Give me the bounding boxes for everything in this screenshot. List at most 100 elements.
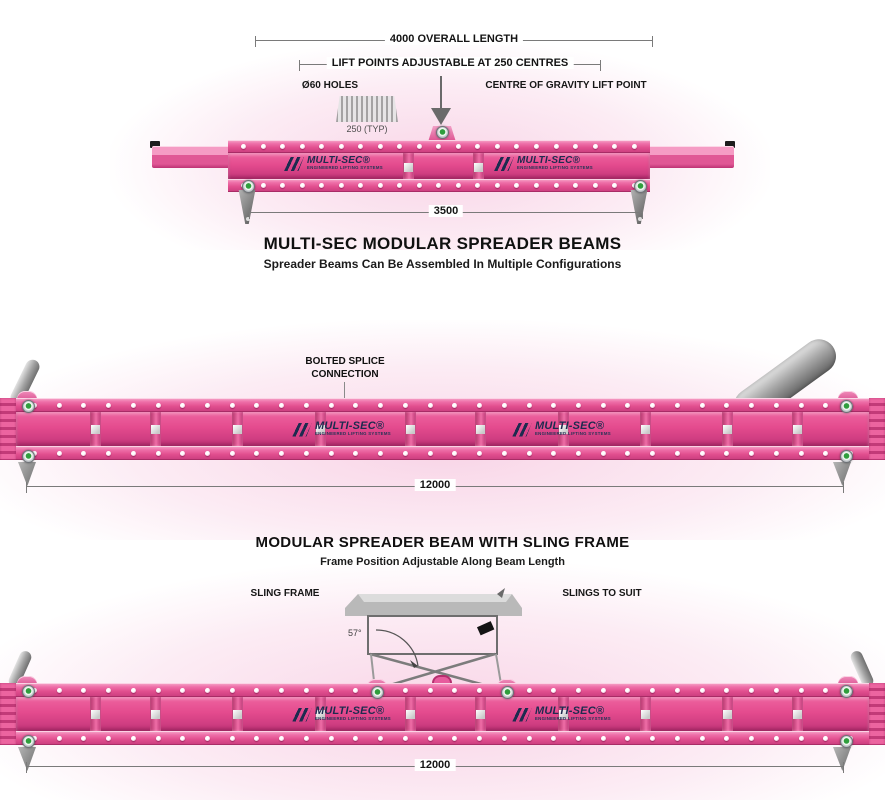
multisec-logo: MULTI-SEC®ENGINEERED LIFTING SYSTEMS: [494, 156, 622, 172]
beam2-web: [16, 412, 869, 446]
beam2-bottom-flange: [16, 446, 869, 460]
web-stiffener: [640, 697, 651, 731]
splice-callout: BOLTED SPLICE CONNECTION: [287, 356, 403, 381]
multisec-logo-icon: [512, 422, 532, 437]
beam1-left-end-pad: [150, 141, 160, 148]
label-sling-frame: SLING FRAME: [250, 588, 320, 599]
web-stiffener: [792, 697, 803, 731]
beam3-bottom-flange: [16, 731, 869, 745]
web-stiffener: [90, 697, 101, 731]
frame-label-block: [476, 621, 495, 636]
multisec-logo: MULTI-SEC®ENGINEERED LIFTING SYSTEMS: [292, 706, 420, 723]
beam1-web: [228, 153, 650, 179]
splice-leader-line: [344, 382, 345, 398]
dim-label-pitch: LIFT POINTS ADJUSTABLE AT 250 CENTRES: [326, 57, 574, 69]
dim-label-span3: 12000: [414, 759, 456, 771]
dim-label-span1: 3500: [428, 205, 464, 217]
beam2-right-top-pin: [840, 400, 853, 413]
beam2-right-endcap: [869, 398, 885, 460]
main-subtitle: Spreader Beams Can Be Assembled In Multi…: [263, 257, 622, 271]
beam1-right-load-pin: [634, 180, 647, 193]
beam3-body: [16, 683, 869, 745]
logo-name: MULTI-SEC®: [307, 155, 371, 166]
beam1-right-drop-link: [630, 190, 648, 224]
beam3-right-top-pin: [840, 685, 853, 698]
sling-frame-sketch: 57°: [345, 588, 522, 692]
hole-pitch-hatch: [336, 96, 398, 122]
web-stiffener: [150, 697, 161, 731]
multisec-logo-icon: [494, 157, 514, 171]
beam3-bottom-rivets: [22, 731, 863, 745]
web-stiffener: [722, 412, 733, 446]
beam1-top-rivets: [234, 140, 644, 153]
web-stiffener: [405, 412, 416, 446]
beam3-top-rivets: [22, 683, 863, 697]
beam1-stiffener: [403, 153, 414, 179]
frame-outline: [367, 615, 498, 655]
section3-title: MODULAR SPREADER BEAM WITH SLING FRAME: [255, 534, 630, 551]
web-stiffener: [315, 412, 326, 446]
frame-top-bar-highlight: [358, 594, 512, 602]
beam3-left-top-pin: [22, 685, 35, 698]
web-stiffener: [150, 412, 161, 446]
splice-callout-line2: CONNECTION: [311, 368, 379, 380]
beam2-left-bottom-drop: [18, 462, 36, 486]
angle-label: 57°: [348, 628, 362, 638]
web-stiffener: [90, 412, 101, 446]
beam1-bottom-flange: [228, 179, 650, 192]
beam2-top-rivets: [22, 398, 863, 412]
angle-arc-arrowhead-icon: [410, 660, 418, 668]
logo-tagline: ENGINEERED LIFTING SYSTEMS: [307, 166, 383, 171]
angle-arc: [375, 629, 419, 667]
beam1-left-load-pin: [242, 180, 255, 193]
beam1-right-end-unit: [648, 146, 734, 168]
beam3-web: [16, 697, 869, 731]
beam1-right-end-pad: [725, 141, 735, 148]
beam2-left-top-pin: [22, 400, 35, 413]
cog-arrow-shaft: [440, 76, 442, 110]
web-stiffener: [558, 697, 569, 731]
label-slings: SLINGS TO SUIT: [562, 588, 642, 599]
multisec-logo-icon: [284, 157, 304, 171]
logo-name: MULTI-SEC®: [535, 420, 605, 432]
beam2-bottom-rivets: [22, 446, 863, 460]
beam2-right-bottom-pin: [840, 450, 853, 463]
logo-tagline: ENGINEERED LIFTING SYSTEMS: [535, 717, 611, 722]
main-title: MULTI-SEC MODULAR SPREADER BEAMS: [263, 234, 622, 253]
web-stiffener: [558, 412, 569, 446]
beam2-top-flange: [16, 398, 869, 412]
cog-arrow-down-icon: [431, 108, 451, 125]
beam3-inner-right-pin: [501, 686, 514, 699]
beam1-left-drop-link: [238, 190, 256, 224]
logo-name: MULTI-SEC®: [535, 705, 605, 717]
frame-corner-arrow-icon: [497, 588, 505, 598]
multisec-logo-icon: [512, 707, 532, 722]
beam1-bottom-rivets: [234, 179, 644, 192]
label-250-typ: 250 (TYP): [346, 124, 388, 134]
web-stiffener: [640, 412, 651, 446]
beam1-centre-pin: [436, 126, 449, 139]
web-stiffener: [405, 697, 416, 731]
label-cog: CENTRE OF GRAVITY LIFT POINT: [485, 80, 647, 91]
beam2-body: [16, 398, 869, 460]
beam1-body: [228, 140, 650, 192]
logo-name: MULTI-SEC®: [315, 420, 385, 432]
web-stiffener: [475, 697, 486, 731]
beam3-inner-left-pin: [371, 686, 384, 699]
beam3-top-flange: [16, 683, 869, 697]
logo-name: MULTI-SEC®: [517, 155, 581, 166]
beam2-left-bottom-pin: [22, 450, 35, 463]
beam3-left-bottom-drop: [18, 747, 36, 771]
beam3-right-bottom-pin: [840, 735, 853, 748]
dim-label-span2: 12000: [414, 479, 456, 491]
beam1-left-end-unit: [152, 146, 230, 168]
multisec-logo-icon: [292, 707, 312, 722]
dim-label-overall: 4000 OVERALL LENGTH: [384, 33, 524, 45]
splice-callout-line1: BOLTED SPLICE: [305, 356, 385, 367]
beam2-left-endcap: [0, 398, 16, 460]
beam3-right-bottom-drop: [833, 747, 851, 771]
web-stiffener: [475, 412, 486, 446]
web-stiffener: [315, 697, 326, 731]
logo-tagline: ENGINEERED LIFTING SYSTEMS: [517, 166, 593, 171]
